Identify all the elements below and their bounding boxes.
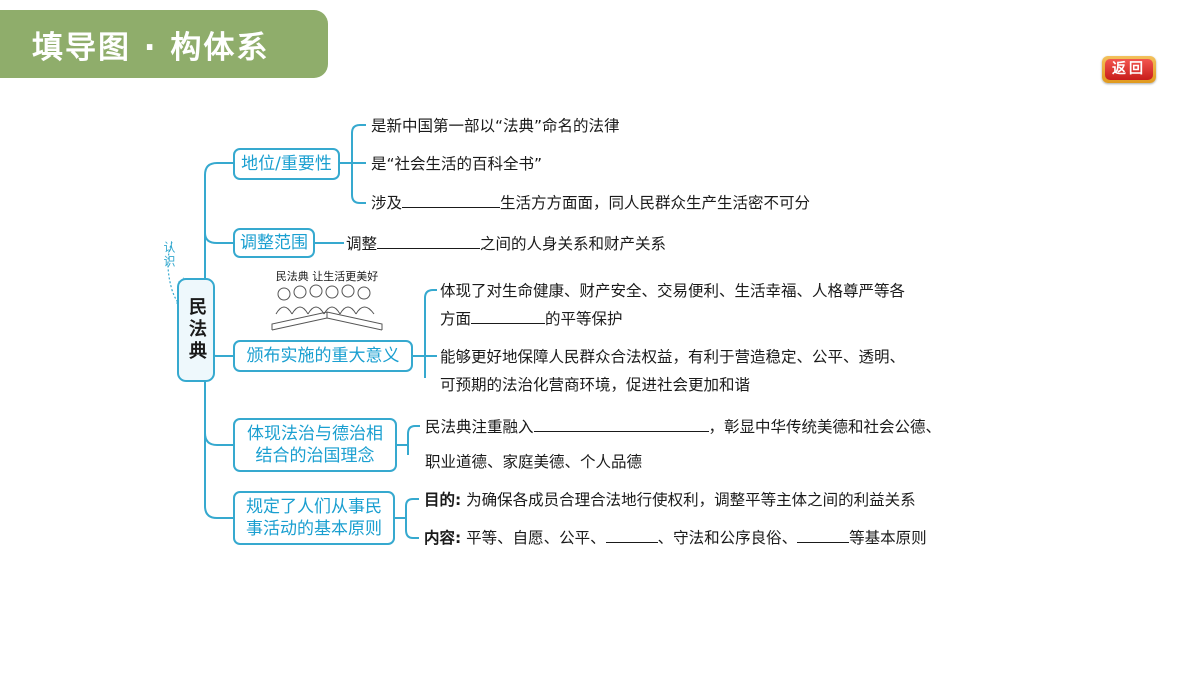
root-side-label: 认识 [162,241,176,269]
branch-basic-principles: 规定了人们从事民 事活动的基本原则 [233,491,395,545]
significance-item-1-pre: 方面 [440,310,472,328]
status-item-1: 是新中国第一部以“法典”命名的法律 [371,117,620,135]
status-item-3: 涉及 生活方方面面，同人民群众生产生活密不可分 [371,193,810,213]
scope-item-post: 之间的人身关系和财产关系 [480,235,667,253]
status-item-3-pre: 涉及 [371,194,403,212]
branch-rule-of-law-virtue-line-1: 体现法治与德治相 [247,424,383,444]
principles-purpose: 目的: 为确保各成员合理合法地行使权利，调整平等主体之间的利益关系 [424,490,916,510]
virtue-item-line-1: 民法典注重融入 ，彰显中华传统美德和社会公德、 [425,417,941,437]
content-post: 等基本原则 [849,529,927,547]
purpose-text: 为确保各成员合理合法地行使权利，调整平等主体之间的利益关系 [466,491,916,509]
root-node: 民法典 [177,278,215,382]
virtue-item-pre: 民法典注重融入 [425,418,534,436]
significance-item-2-line-2: 可预期的法治化营商环境，促进社会更加和谐 [440,376,751,394]
content-pre: 平等、自愿、公平、 [466,529,606,547]
significance-item-1-post: 的平等保护 [545,310,623,328]
purpose-key: 目的: [424,491,462,509]
header-bar: 填导图 · 构体系 [0,10,328,78]
branch-basic-principles-line-2: 事活动的基本原则 [246,519,382,539]
content-key: 内容: [424,529,462,547]
branch-scope: 调整范围 [233,228,315,258]
illustration-caption: 民法典 让生活更美好 [275,270,379,283]
branch-rule-of-law-virtue-line-2: 结合的治国理念 [255,446,375,466]
content-mid: 、守法和公序良俗、 [657,529,798,547]
answer-blank[interactable] [471,309,546,324]
significance-item-1-line-2: 方面 的平等保护 [440,309,623,329]
answer-blank[interactable] [402,193,501,208]
branch-rule-of-law-virtue: 体现法治与德治相 结合的治国理念 [233,418,397,472]
significance-item-2-line-1: 能够更好地保障人民群众合法权益，有利于营造稳定、公平、透明、 [440,348,906,366]
branch-basic-principles-line-1: 规定了人们从事民 [246,497,382,517]
branch-status: 地位/重要性 [233,148,340,180]
status-item-3-post: 生活方方面面，同人民群众生产生活密不可分 [500,194,811,212]
answer-blank[interactable] [533,417,709,432]
virtue-item-line-2: 职业道德、家庭美德、个人品德 [425,453,643,471]
back-button-label: 返回 [1105,59,1153,80]
page-title: 填导图 · 构体系 [32,30,270,66]
virtue-item-post: ，彰显中华传统美德和社会公德、 [708,418,942,436]
answer-blank[interactable] [605,528,658,543]
significance-item-1-line-1: 体现了对生命健康、财产安全、交易便利、生活幸福、人格尊严等各 [440,282,906,300]
family-book-illustration [271,284,383,331]
back-button[interactable]: 返回 [1102,56,1156,83]
answer-blank[interactable] [797,528,850,543]
principles-content: 内容: 平等、自愿、公平、 、守法和公序良俗、 等基本原则 [424,528,927,548]
branch-significance: 颁布实施的重大意义 [233,340,413,372]
scope-item-pre: 调整 [346,235,378,253]
status-item-2: 是“社会生活的百科全书” [371,155,543,173]
scope-item: 调整 之间的人身关系和财产关系 [346,234,666,254]
answer-blank[interactable] [377,234,481,249]
